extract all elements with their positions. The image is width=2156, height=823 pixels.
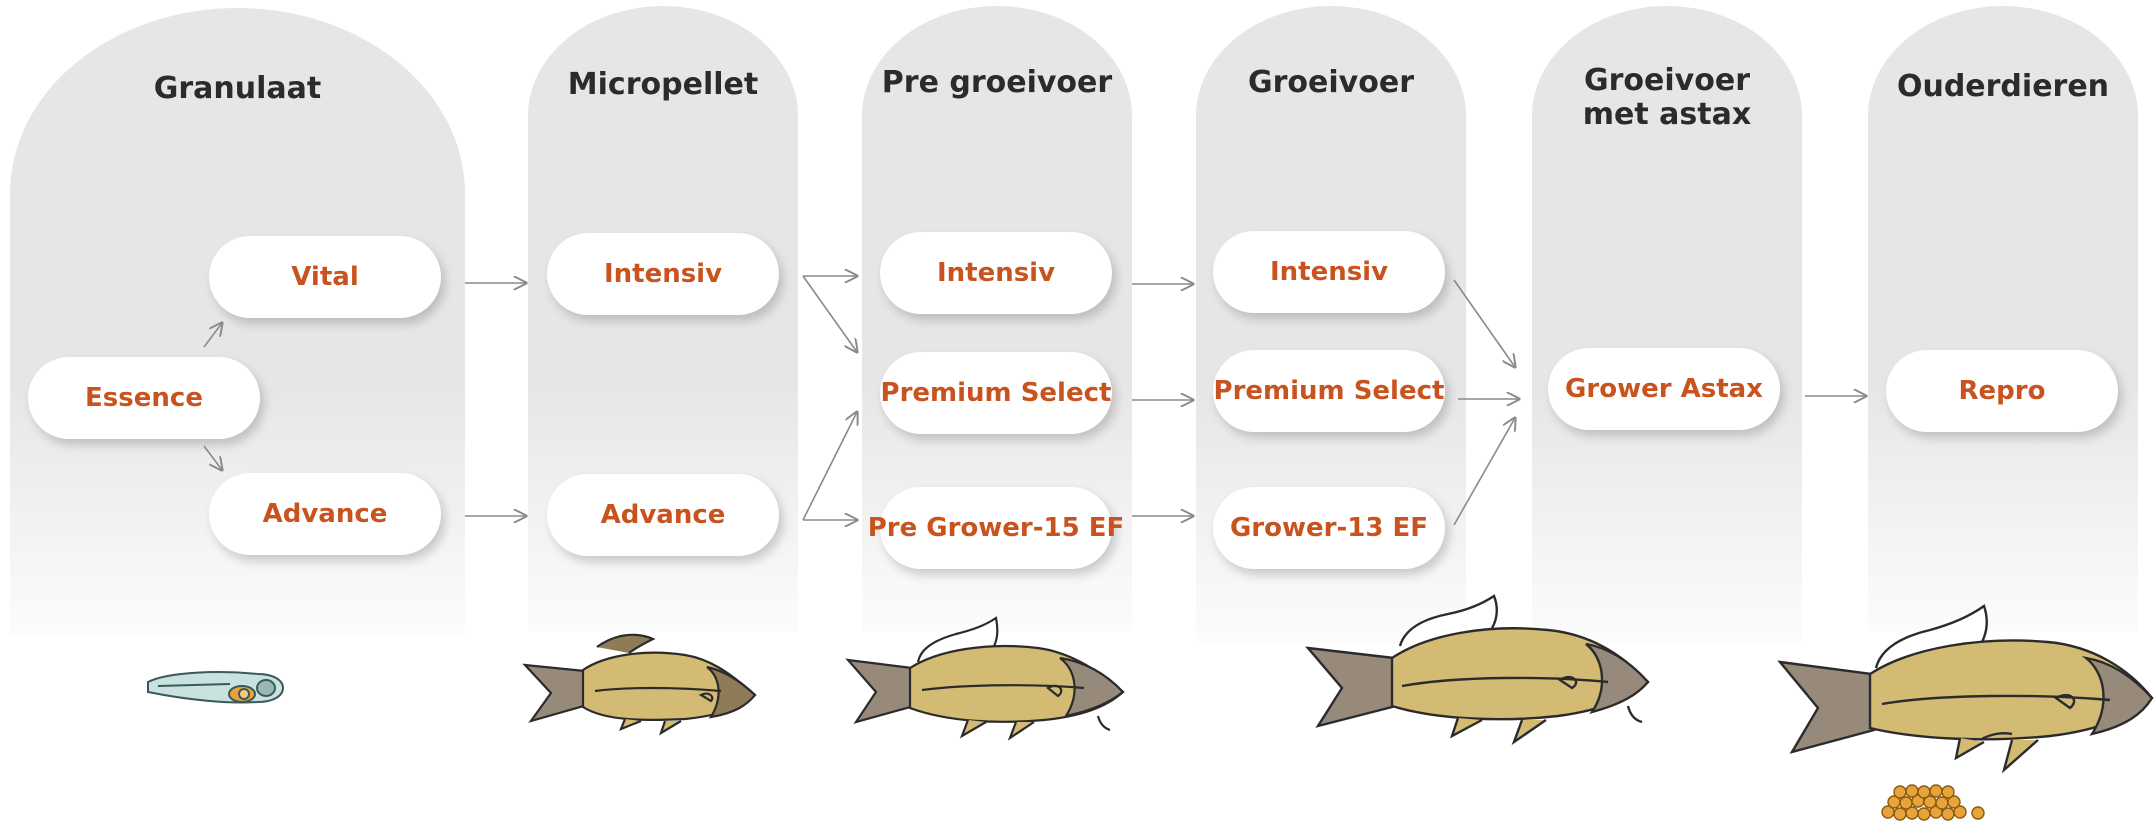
arrow-icon <box>1453 279 1515 367</box>
arrow-icon <box>203 445 222 470</box>
larva-icon <box>147 671 285 704</box>
arrow-icon <box>1453 418 1515 526</box>
column-groeivoer-met-astax: Groeivoer met astax <box>1532 6 1802 643</box>
product-intensiv-micropellet: Intensiv <box>547 233 779 315</box>
product-advance-granulaat: Advance <box>209 473 441 555</box>
carp-icon <box>522 633 757 736</box>
product-repro: Repro <box>1886 350 2118 432</box>
product-intensiv-groeivoer: Intensiv <box>1213 231 1445 313</box>
product-grower-13-ef: Grower-13 EF <box>1213 487 1445 569</box>
product-vital: Vital <box>209 236 441 318</box>
product-premium-select-pre-groeivoer: Premium Select <box>880 352 1112 434</box>
column-title-ouderdieren: Ouderdieren <box>1896 69 2110 104</box>
column-ouderdieren: Ouderdieren <box>1868 6 2138 632</box>
product-intensiv-pre-groeivoer: Intensiv <box>880 232 1112 314</box>
product-premium-select-groeivoer: Premium Select <box>1213 350 1445 432</box>
column-title-granulaat: Granulaat <box>153 71 322 106</box>
carp-icon <box>845 616 1125 741</box>
product-essence: Essence <box>28 357 260 439</box>
arrow-icon <box>802 412 857 521</box>
product-pre-grower-15-ef: Pre Grower-15 EF <box>868 487 1124 569</box>
arrow-icon <box>203 323 222 348</box>
product-advance-micropellet: Advance <box>547 474 779 556</box>
carp-icon <box>1777 604 2154 774</box>
carp-icon <box>1305 594 1650 746</box>
arrow-icon <box>802 275 857 352</box>
product-grower-astax: Grower Astax <box>1548 348 1780 430</box>
column-title-pre-groeivoer: Pre groeivoer <box>881 65 1113 100</box>
column-title-groeivoer-met-astax: Groeivoer met astax <box>1582 63 1752 132</box>
column-title-groeivoer: Groeivoer <box>1248 65 1414 100</box>
eggs-icon <box>1881 784 1985 821</box>
column-title-micropellet: Micropellet <box>567 67 759 102</box>
